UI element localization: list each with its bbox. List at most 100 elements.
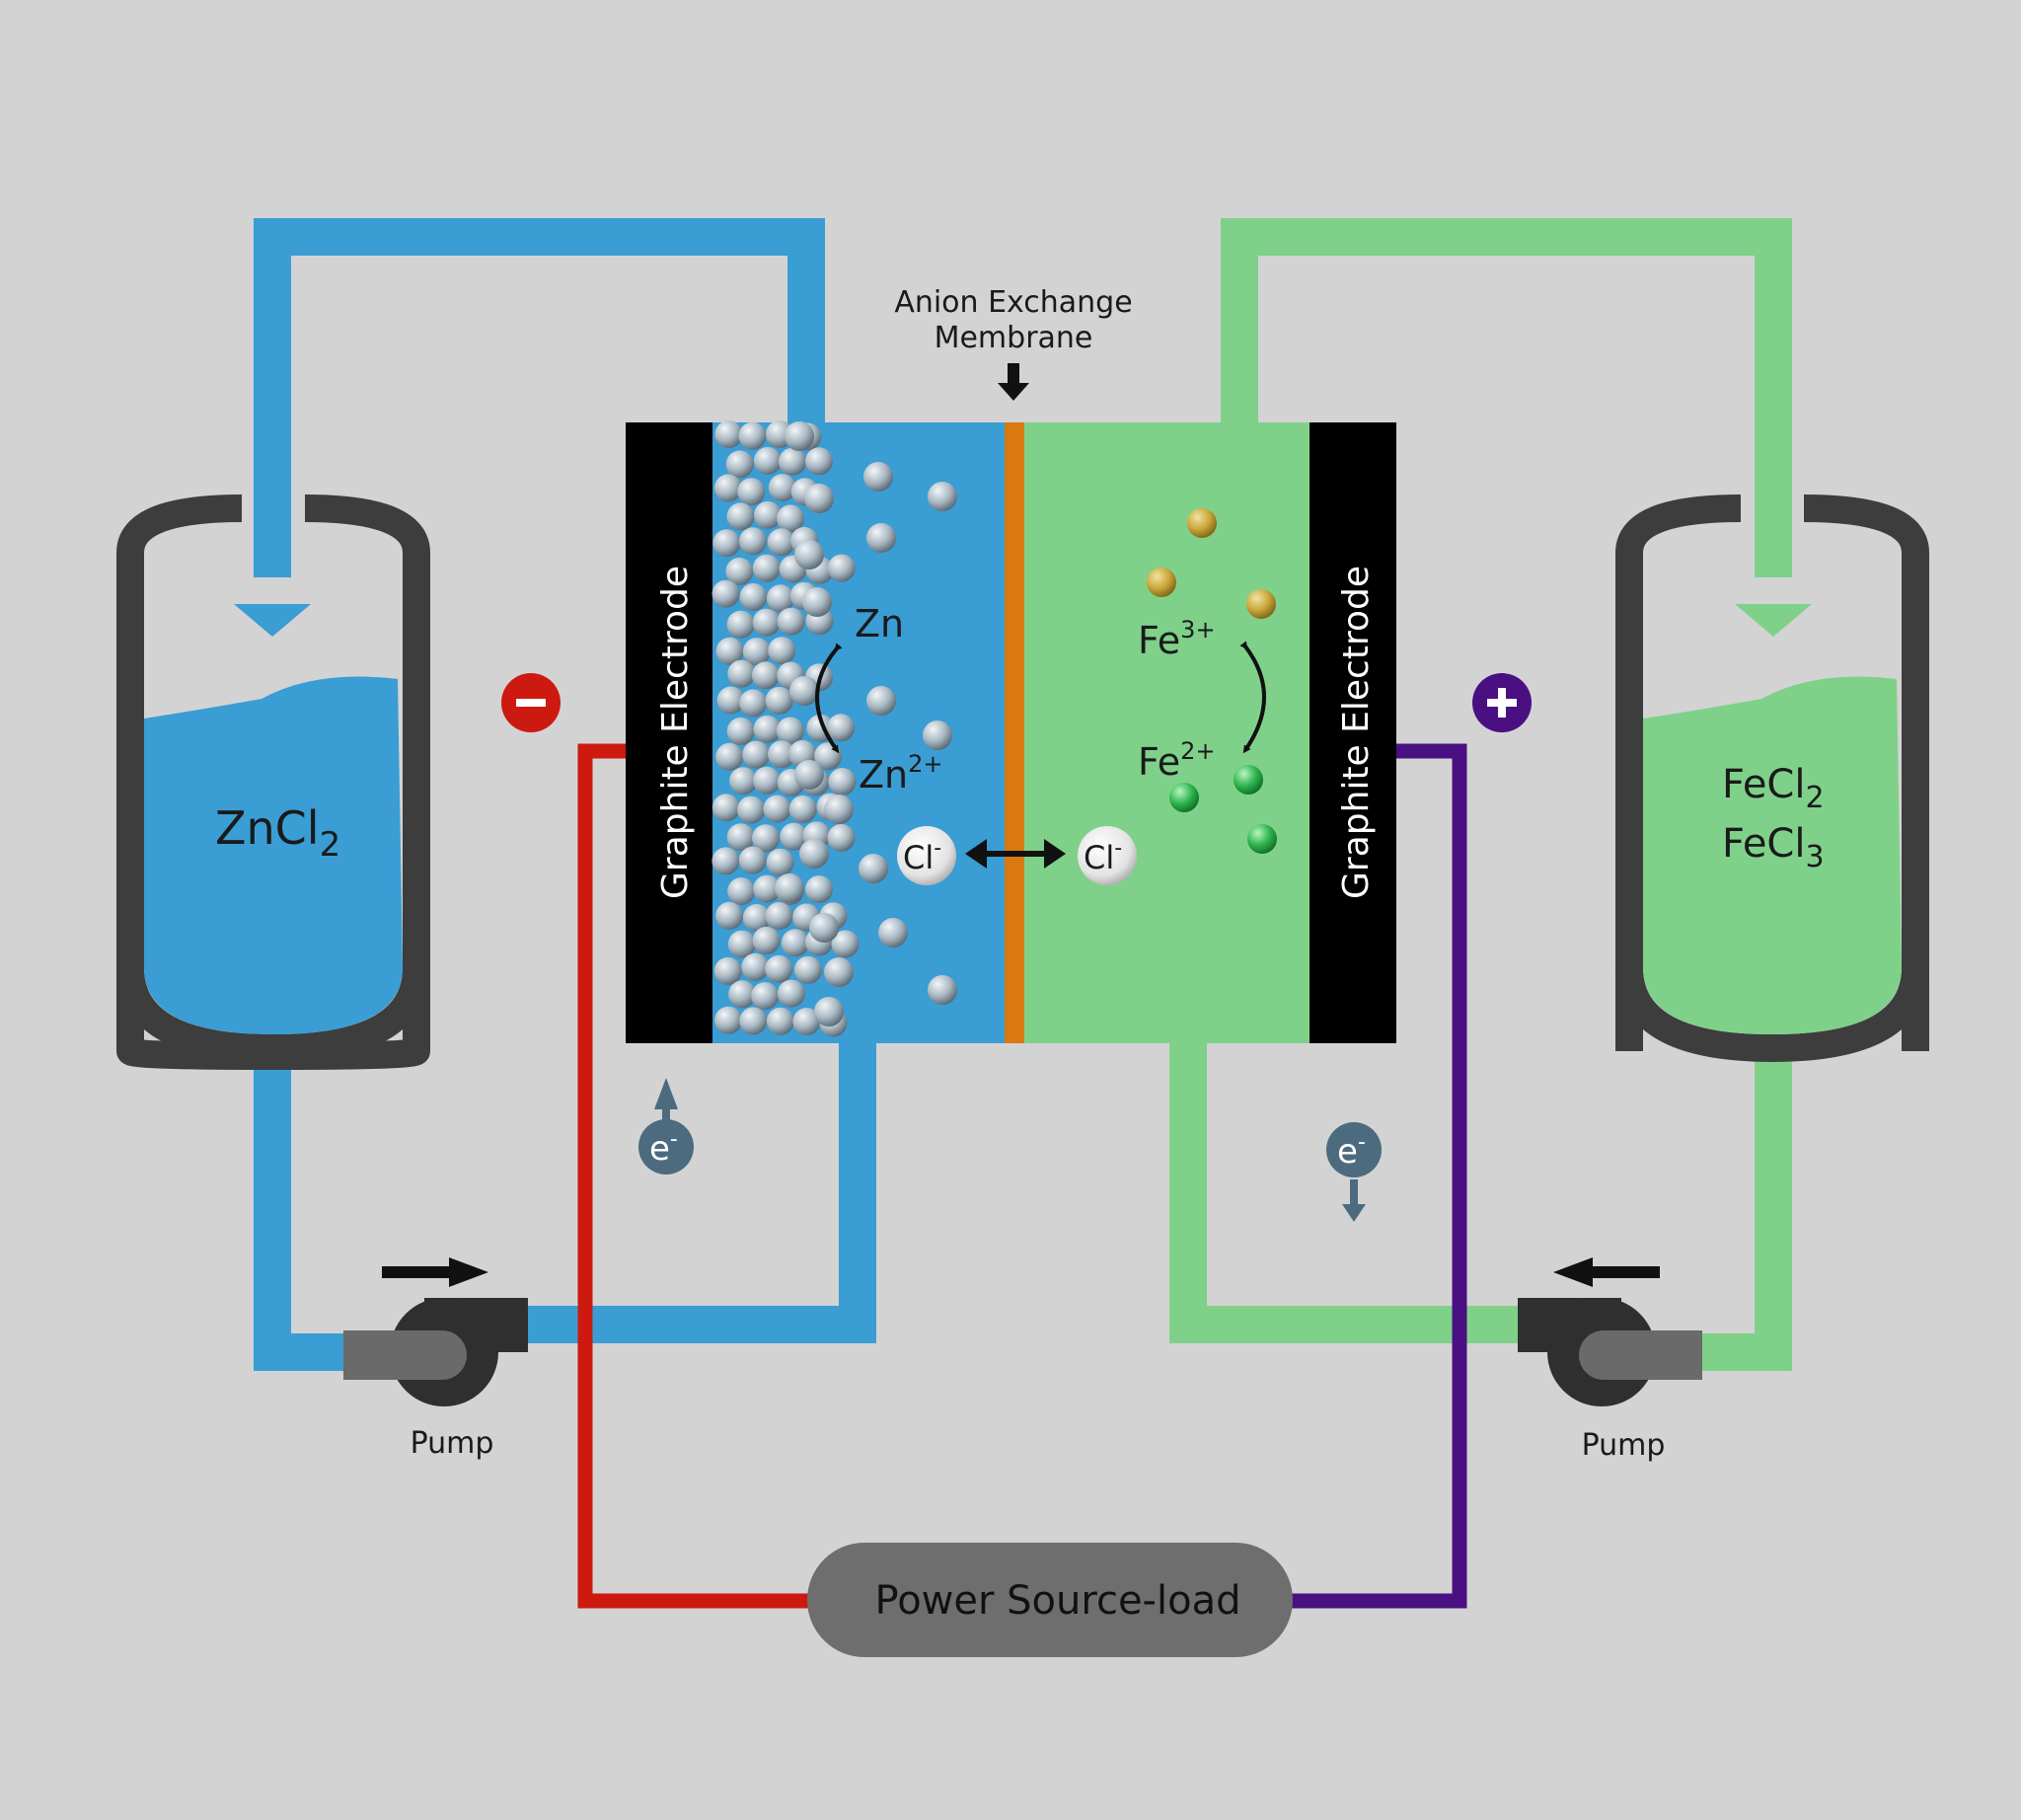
zinc-deposit-sphere (765, 902, 793, 930)
chloride-arrowhead-right (1044, 839, 1066, 869)
zinc-deposit-sphere (753, 874, 782, 903)
zinc-ion (866, 686, 896, 716)
zinc-deposit-sphere (714, 1006, 743, 1034)
zinc-deposit-sphere (831, 930, 860, 958)
zn-label: Zn (855, 602, 904, 645)
zinc-deposit-sphere (779, 447, 806, 476)
zinc-deposit-sphere (727, 877, 756, 905)
zinc-deposit-sphere (805, 875, 833, 903)
electron-left: e- (638, 1078, 694, 1175)
ferric-ion (1147, 568, 1176, 597)
fe-redox-arrow (1239, 641, 1266, 754)
chloride-label-left: Cl- (903, 836, 941, 876)
left-tank: ZnCl2 (116, 494, 430, 1071)
right-pump: Pump (1518, 1257, 1702, 1463)
zinc-deposit-sphere (738, 846, 767, 874)
zinc-deposit-sphere (765, 686, 793, 715)
zinc-deposit-sphere (725, 557, 754, 585)
zinc-deposit-sphere (711, 794, 740, 822)
fe3-label: Fe3+ (1138, 616, 1216, 662)
zn-redox-arrow (815, 643, 843, 754)
zinc-deposit-sphere (788, 795, 817, 823)
zinc-deposit-sphere (739, 527, 767, 556)
zinc-deposit-sphere (737, 478, 766, 506)
left-pump-label: Pump (411, 1426, 494, 1461)
left-tank-shell-lower (116, 966, 430, 1063)
chloride-arrowhead-left (965, 839, 987, 869)
zinc-deposit-sphere (792, 1008, 821, 1035)
power-source-load: Power Source-load (807, 1543, 1293, 1657)
zinc-deposit-sphere (754, 500, 782, 529)
zinc-deposit-sphere (766, 584, 794, 613)
anolyte-supply-pipe (254, 1036, 355, 1371)
anolyte-pump-outlet-pipe (523, 1041, 876, 1343)
catholyte-pump-outlet-pipe (1169, 1041, 1525, 1343)
anolyte-pipes (254, 218, 876, 1371)
negative-wire (577, 743, 819, 1609)
zinc-deposit-sphere (776, 717, 804, 745)
zinc-deposit-sphere (765, 954, 793, 983)
zinc-deposit-sphere (768, 740, 795, 769)
right-tank: FeCl2 FeCl3 (1615, 494, 1929, 1063)
zinc-deposit-sphere (713, 474, 742, 502)
zinc-deposit-sphere (727, 659, 756, 688)
right-tank-shell-lower (1615, 966, 1929, 1063)
zinc-ion (928, 975, 957, 1005)
catholyte-pipes (1169, 218, 1792, 1371)
chloride-label-right: Cl- (1084, 836, 1122, 876)
electron-right: e- (1326, 1122, 1382, 1222)
zinc-deposit-sphere (715, 901, 744, 930)
anolyte-return-pipe (254, 218, 825, 577)
zinc-ion (878, 918, 908, 948)
zinc-deposit-sphere (726, 823, 755, 852)
zinc-deposit-sphere (715, 742, 744, 771)
zn-ion-label: Zn2+ (859, 750, 943, 796)
zinc-deposit-sphere (742, 638, 771, 666)
zinc-deposit-sphere (728, 980, 757, 1009)
zinc-deposit-sphere (753, 766, 781, 795)
ferrous-ion (1247, 824, 1277, 854)
right-pump-label: Pump (1582, 1428, 1666, 1463)
zinc-deposit-sphere (727, 930, 756, 958)
zinc-ion (799, 839, 829, 869)
power-source-label: Power Source-load (875, 1578, 1241, 1624)
zinc-deposit-sphere (827, 714, 856, 742)
zinc-ion (794, 760, 824, 790)
zinc-deposit-sphere (827, 823, 856, 852)
left-pump: Pump (343, 1257, 528, 1461)
negative-terminal (501, 673, 561, 732)
catholyte-supply-pipe (1697, 1036, 1792, 1371)
zinc-deposit-sphere (729, 767, 758, 796)
chloride-ion-left (897, 826, 956, 885)
zinc-deposit-sphere (726, 717, 755, 745)
zinc-ion (809, 913, 839, 943)
zinc-deposit-sphere (725, 450, 754, 479)
zinc-deposit-sphere (766, 1007, 794, 1035)
right-tank-liquid (1643, 676, 1902, 1034)
zinc-ion (863, 462, 893, 492)
ferric-ion (1187, 508, 1217, 538)
zinc-deposit-sphere (753, 446, 782, 475)
zinc-deposit-sphere (741, 952, 770, 981)
chloride-exchange: Cl- Cl- (897, 826, 1137, 885)
zinc-deposit-sphere (827, 554, 856, 582)
right-graphite-electrode (1310, 422, 1396, 1043)
zinc-deposit-sphere (828, 768, 857, 796)
zinc-deposit-sphere (742, 740, 771, 769)
zinc-deposit-sphere (716, 686, 745, 715)
electron-right-label: e- (1337, 1130, 1366, 1172)
zinc-ion (824, 957, 854, 987)
zinc-deposit-sphere (781, 929, 809, 957)
zinc-deposit-sphere (752, 926, 781, 954)
zinc-deposit-sphere (767, 528, 795, 557)
positive-terminal (1472, 673, 1532, 732)
membrane-label-line1: Anion Exchange (894, 285, 1132, 320)
zinc-deposit-sphere (766, 848, 794, 876)
dissolved-ions (775, 421, 1277, 1026)
zinc-ion (814, 997, 844, 1026)
zinc-ion (789, 676, 819, 706)
zinc-deposit (711, 419, 860, 1037)
zinc-ion (923, 720, 952, 750)
catholyte-chamber (1024, 422, 1310, 1043)
